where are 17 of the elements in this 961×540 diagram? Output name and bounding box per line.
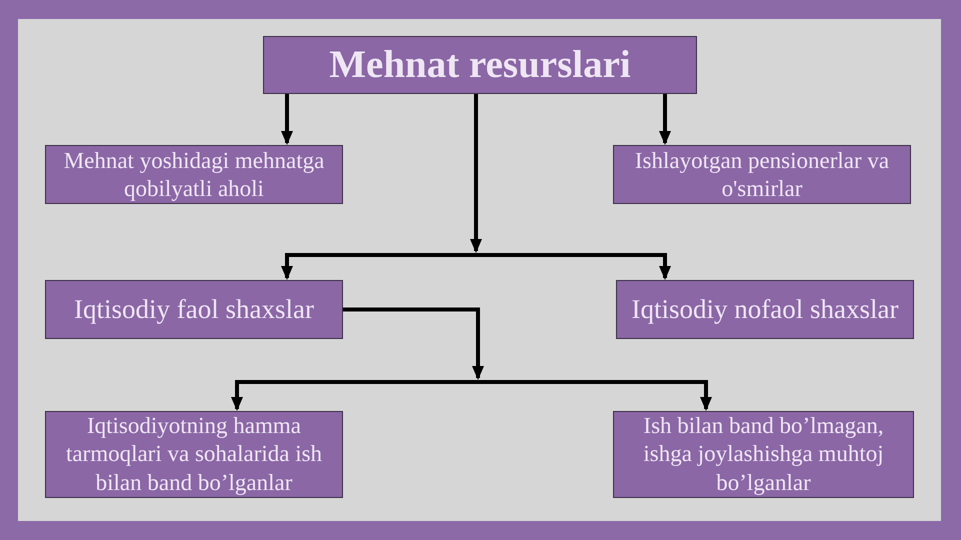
process-box: [616, 280, 914, 339]
process-box: [613, 145, 911, 204]
box-label: Ishlayotgan pensionerlar va o'smirlar: [634, 146, 890, 202]
box-label: Ish bilan band bo’lmagan, ishga joylashishga muhtoj bo’lganlar: [642, 412, 885, 497]
box-label: Mehnat resurslari: [329, 44, 631, 86]
box-label: Iqtisodiyotning hamma tarmoqlari va sohalarida ish bilan band bo’lganlar: [64, 412, 324, 497]
box-label: Iqtisodiy nofaol shaxslar: [632, 293, 898, 326]
arrow: [281, 92, 293, 145]
process-box: [45, 145, 343, 204]
process-box: [263, 36, 697, 94]
process-box: [45, 411, 343, 498]
arrow: [659, 92, 671, 145]
box-label: Iqtisodiy faol shaxslar: [74, 293, 314, 326]
box-label: Mehnat yoshidagi mehnatga qobilyatli aholi: [62, 146, 326, 202]
arrow: [470, 92, 482, 253]
process-box: [613, 411, 914, 498]
process-box: [45, 280, 343, 339]
